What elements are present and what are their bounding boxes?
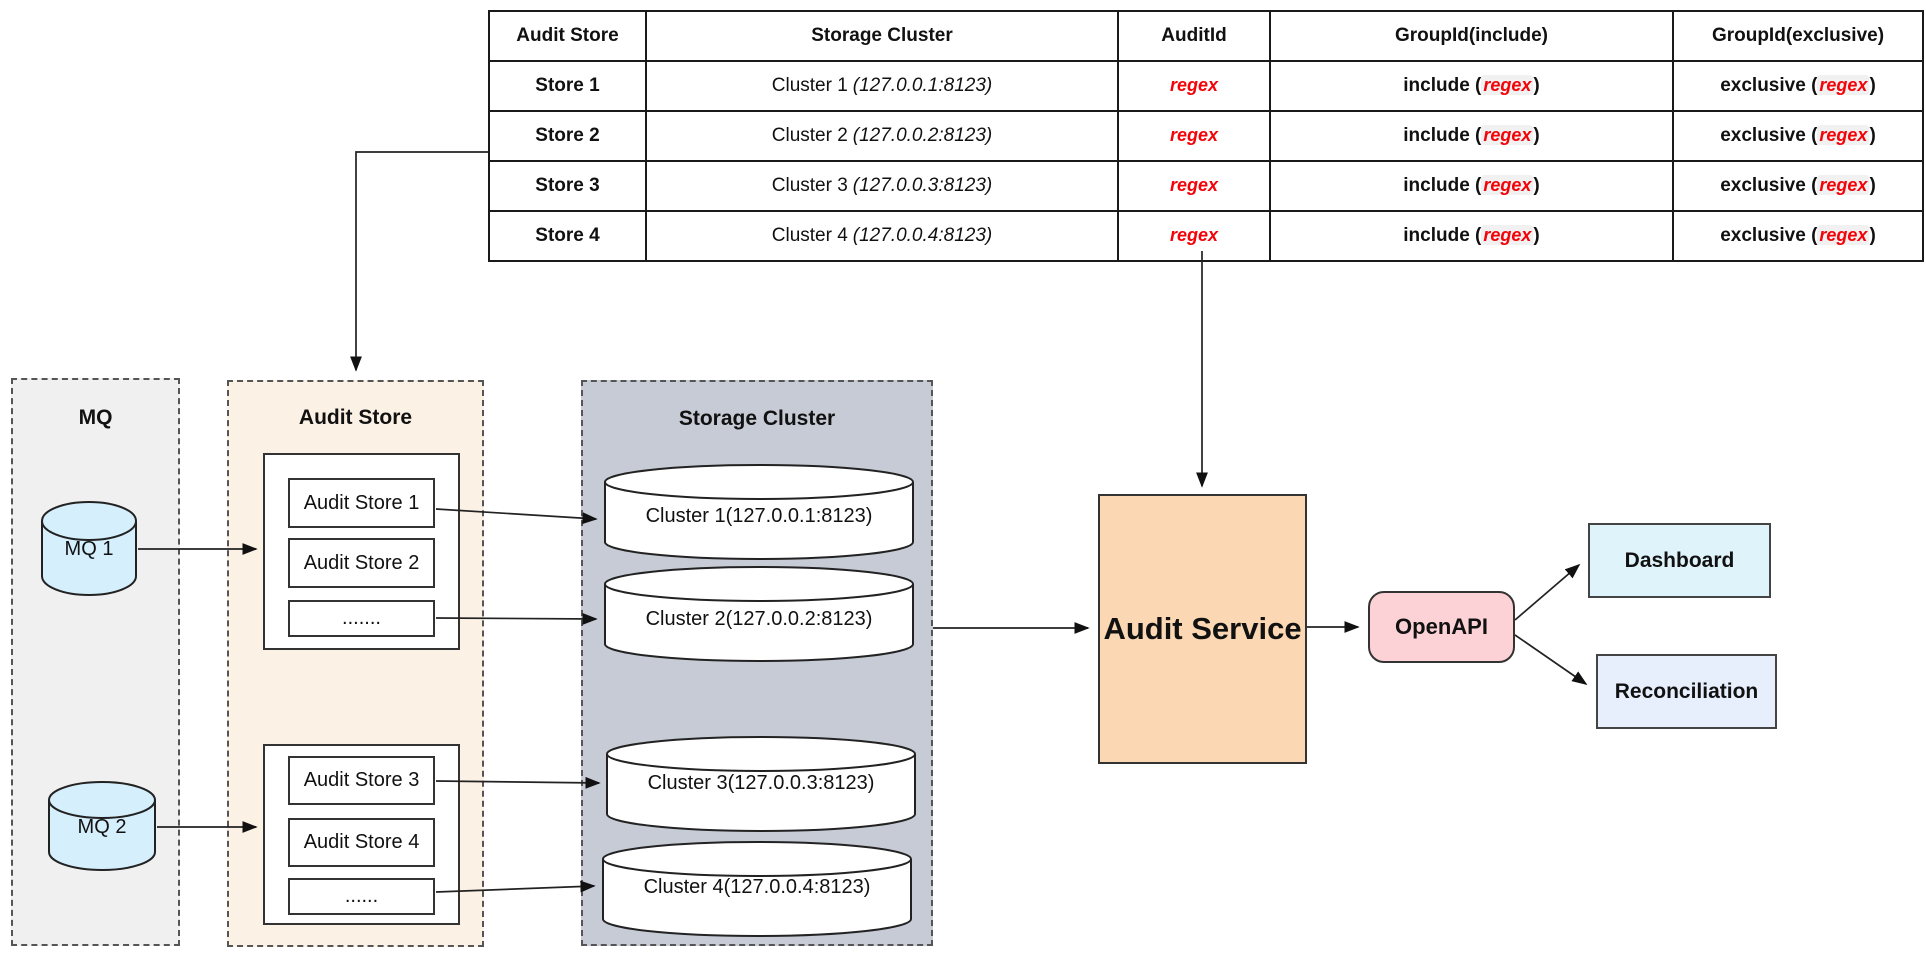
- cluster4-label: Cluster 4(127.0.0.4:8123): [643, 876, 871, 898]
- reconciliation-box: Reconciliation: [1596, 654, 1777, 729]
- audit-store-zone-title: Audit Store: [298, 406, 413, 429]
- store-cell: Store 4: [488, 210, 647, 262]
- cluster-cell: Cluster 1(127.0.0.1:8123): [645, 60, 1119, 112]
- col-header-storage-cluster: Storage Cluster: [645, 10, 1119, 62]
- table-row: Store 2 Cluster 2(127.0.0.2:8123) regex …: [488, 110, 1924, 162]
- audit-service-box: Audit Service: [1098, 494, 1307, 764]
- store-cell: Store 3: [488, 160, 647, 212]
- col-header-groupid-include: GroupId(include): [1269, 10, 1674, 62]
- mq2-cylinder: [48, 781, 156, 871]
- arrow-openapi-to-reconciliation: [1514, 634, 1588, 685]
- store-cell: Store 2: [488, 110, 647, 162]
- dashboard-box: Dashboard: [1588, 523, 1771, 598]
- groupid-include-cell: include (regex): [1269, 110, 1674, 162]
- cluster-cell: Cluster 2(127.0.0.2:8123): [645, 110, 1119, 162]
- mq2-label: MQ 2: [77, 816, 127, 838]
- cluster3-label: Cluster 3(127.0.0.3:8123): [647, 772, 875, 794]
- audit-store-1-item: Audit Store 1: [288, 478, 435, 528]
- mq1-cylinder: [41, 501, 137, 596]
- groupid-exclusive-cell: exclusive (regex): [1672, 160, 1924, 212]
- audit-store-4-item: Audit Store 4: [288, 818, 435, 867]
- groupid-exclusive-cell: exclusive (regex): [1672, 110, 1924, 162]
- mq1-label: MQ 1: [64, 538, 114, 560]
- audit-store-mapping-table: Audit Store Storage Cluster AuditId Grou…: [488, 10, 1924, 262]
- groupid-exclusive-cell: exclusive (regex): [1672, 60, 1924, 112]
- audit-store-3-item: Audit Store 3: [288, 756, 435, 805]
- cluster2-label: Cluster 2(127.0.0.2:8123): [645, 608, 873, 630]
- cluster1-cylinder: [604, 464, 914, 560]
- col-header-groupid-exclusive: GroupId(exclusive): [1672, 10, 1924, 62]
- col-header-auditid: AuditId: [1117, 10, 1271, 62]
- auditid-cell: regex: [1117, 160, 1271, 212]
- auditid-cell: regex: [1117, 210, 1271, 262]
- groupid-exclusive-cell: exclusive (regex): [1672, 210, 1924, 262]
- arrow-table-to-audit-store: [350, 151, 488, 372]
- mapping-table: Audit Store Storage Cluster AuditId Grou…: [488, 10, 1924, 262]
- cluster4-cylinder: [602, 841, 912, 937]
- groupid-include-cell: include (regex): [1269, 160, 1674, 212]
- audit-store-ellipsis-item-2: ......: [288, 878, 435, 915]
- table-header-row: Audit Store Storage Cluster AuditId Grou…: [488, 10, 1924, 62]
- arrow-openapi-to-dashboard: [1514, 563, 1581, 621]
- cluster3-cylinder: [606, 736, 916, 832]
- groupid-include-cell: include (regex): [1269, 60, 1674, 112]
- groupid-include-cell: include (regex): [1269, 210, 1674, 262]
- col-header-audit-store: Audit Store: [488, 10, 647, 62]
- openapi-box: OpenAPI: [1368, 591, 1515, 663]
- auditid-cell: regex: [1117, 60, 1271, 112]
- cluster1-label: Cluster 1(127.0.0.1:8123): [645, 505, 873, 527]
- cluster-cell: Cluster 4(127.0.0.4:8123): [645, 210, 1119, 262]
- auditid-cell: regex: [1117, 110, 1271, 162]
- storage-cluster-zone-title: Storage Cluster: [678, 407, 836, 430]
- store-cell: Store 1: [488, 60, 647, 112]
- mq-zone-title: MQ: [78, 406, 113, 429]
- table-row: Store 4 Cluster 4(127.0.0.4:8123) regex …: [488, 210, 1924, 262]
- audit-store-ellipsis-item-1: .......: [288, 600, 435, 637]
- table-row: Store 1 Cluster 1(127.0.0.1:8123) regex …: [488, 60, 1924, 112]
- cluster-cell: Cluster 3(127.0.0.3:8123): [645, 160, 1119, 212]
- table-row: Store 3 Cluster 3(127.0.0.3:8123) regex …: [488, 160, 1924, 212]
- cluster2-cylinder: [604, 566, 914, 662]
- audit-store-2-item: Audit Store 2: [288, 538, 435, 588]
